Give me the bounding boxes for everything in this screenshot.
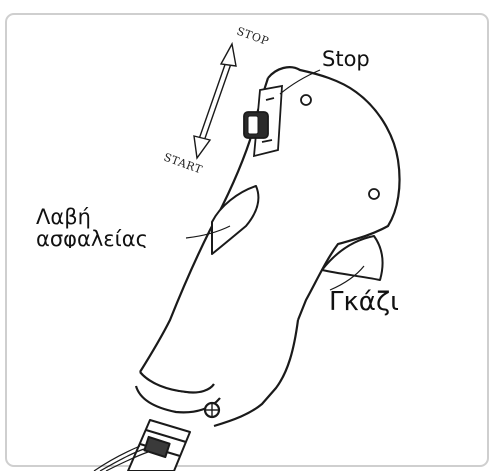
stop-label: Stop	[322, 49, 370, 70]
direction-arrow	[194, 44, 236, 158]
grip	[136, 372, 220, 417]
stop-switch	[244, 86, 282, 156]
safety-lever-label-clip: ασφαλείας	[36, 229, 148, 248]
stop-scale-text: STOP	[235, 25, 271, 49]
safety-lever-label-line2: ασφαλείας	[36, 229, 148, 248]
throttle-label: Γκάζι	[329, 289, 399, 315]
safety-lever-label-line1: Λαβή	[36, 207, 91, 228]
tube	[128, 420, 190, 471]
